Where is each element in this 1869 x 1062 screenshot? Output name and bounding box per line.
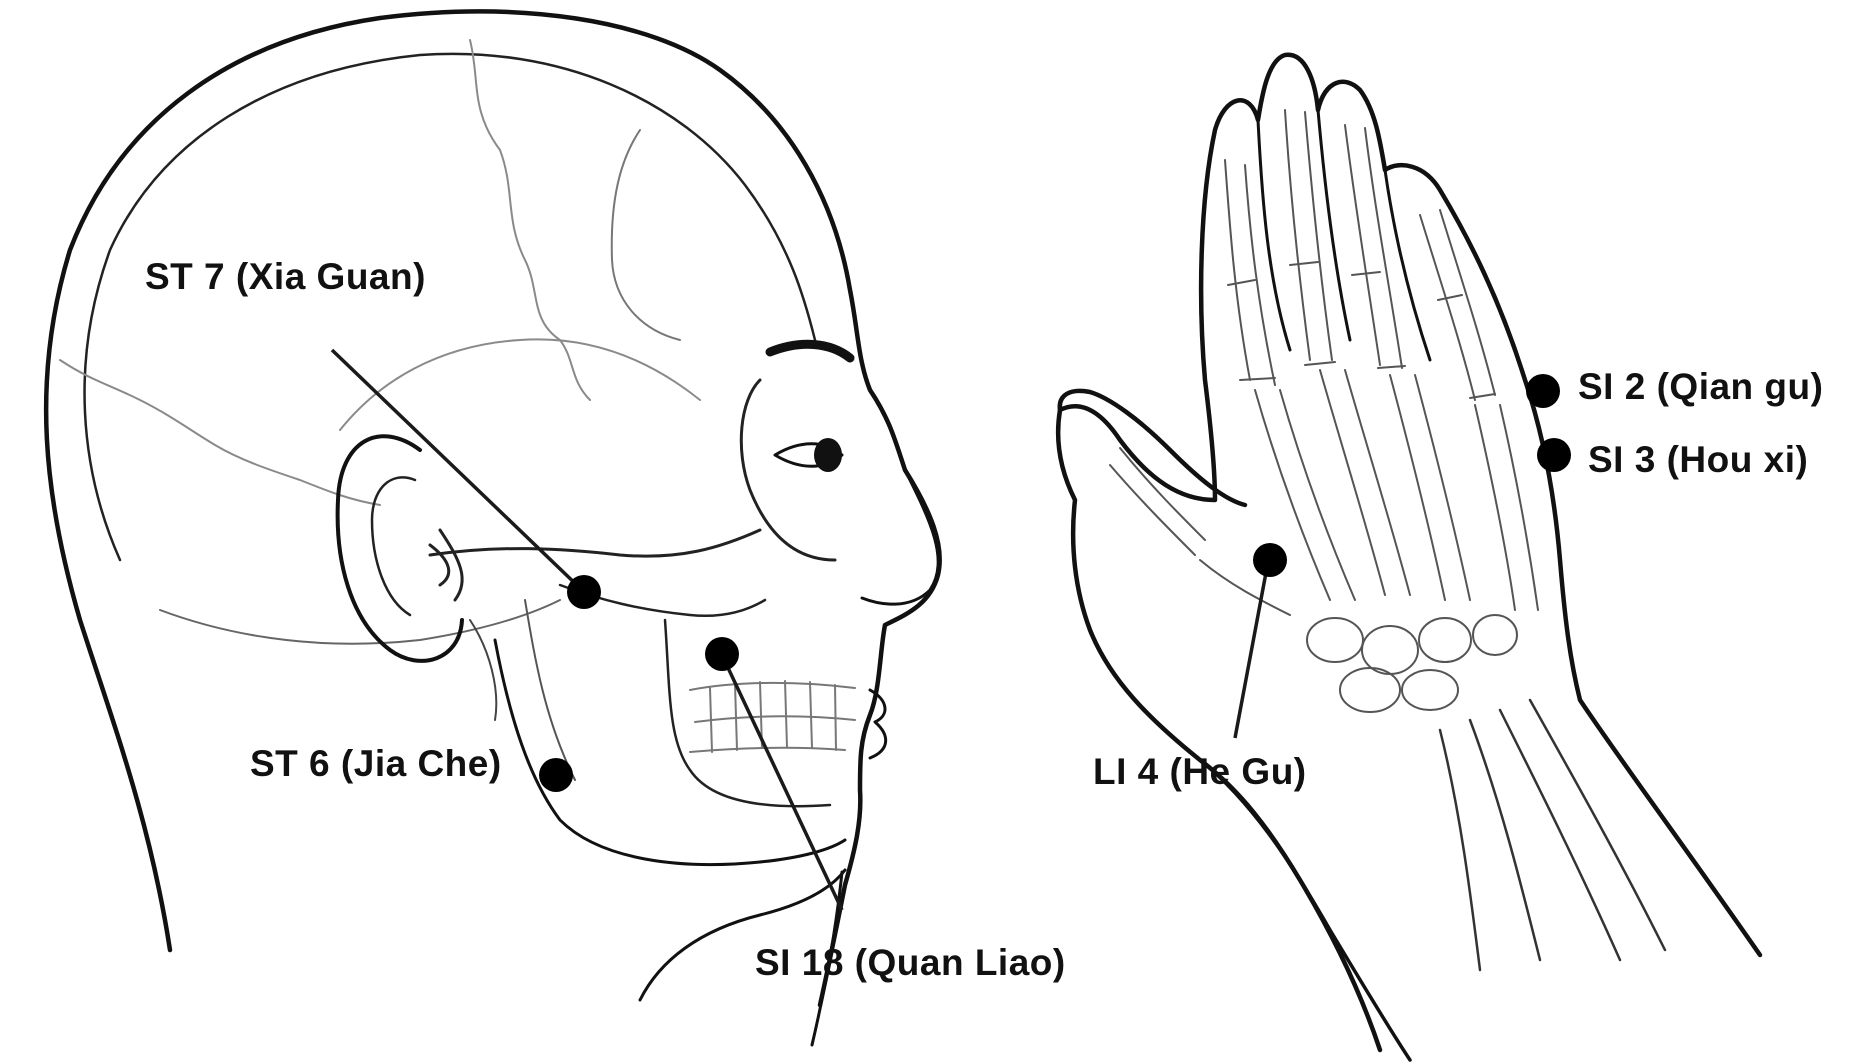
ear-inner [372,477,415,615]
hand-outline [1058,55,1760,1050]
hand-illustration [1058,55,1760,1060]
acupoint-markers [539,374,1571,792]
acupoint-st6 [539,758,573,792]
carpals [1307,615,1517,712]
lambdoid-suture [60,360,380,505]
jaw-line [495,640,845,865]
mandible-ramus [525,600,575,780]
mastoid [470,620,496,720]
head-illustration [46,11,940,1045]
acupoint-si18 [705,637,739,671]
label-st7: ST 7 (Xia Guan) [145,258,426,295]
acupoint-st7 [567,575,601,609]
coronal-suture [470,40,590,400]
label-si3: SI 3 (Hou xi) [1588,441,1808,478]
acupoint-si3 [1537,438,1571,472]
skull-base [160,600,560,644]
label-st6: ST 6 (Jia Che) [250,745,502,782]
label-li4: LI 4 (He Gu) [1093,753,1307,790]
ear-canal [430,530,462,600]
brow [770,344,850,358]
squamous-suture [340,339,700,430]
forearm-tendon-4 [1440,730,1480,970]
finger-bones [1225,110,1495,400]
metacarpals [1255,370,1538,610]
ear-outer [338,436,462,661]
finger-gap-2 [1318,110,1350,340]
forearm-tendon-3 [1470,720,1540,960]
label-si18: SI 18 (Quan Liao) [755,944,1066,981]
label-si2: SI 2 (Qian gu) [1578,368,1823,405]
teeth [690,681,855,752]
nose [862,470,938,604]
skull-contour [85,54,815,560]
temporal-line [612,130,680,340]
leader-line-st7 [332,350,582,590]
acupoint-si2 [1526,374,1560,408]
eye-pupil [814,438,842,472]
forearm-tendon-1 [1500,710,1620,960]
zygomatic-arch [430,530,760,556]
finger-gap-3 [1385,170,1430,360]
leader-line-si18 [722,655,842,910]
acupoint-li4 [1253,543,1287,577]
forearm-inner [1200,760,1410,1060]
